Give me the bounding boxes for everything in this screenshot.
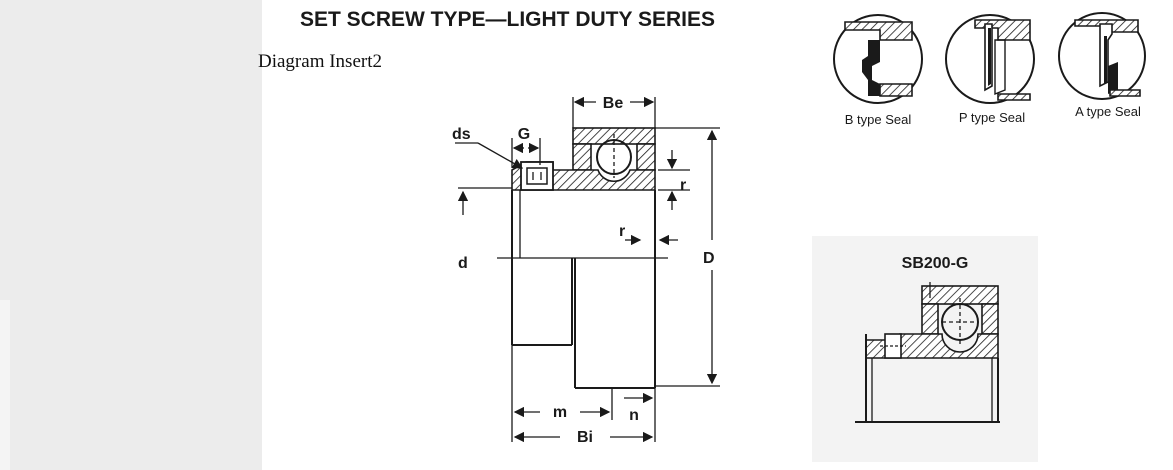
ball: [596, 139, 632, 175]
seal-a-circle: [1058, 12, 1146, 100]
seal-b-circle: [833, 14, 923, 104]
sb-title: SB200-G: [902, 255, 969, 272]
label-bi: Bi: [577, 429, 593, 446]
outer-ring-right: [636, 143, 656, 171]
label-g: G: [518, 126, 530, 143]
seal-p-circle: [945, 14, 1035, 104]
page-title: SET SCREW TYPE—LIGHT DUTY SERIES: [300, 8, 715, 31]
label-r-top: r: [680, 177, 686, 194]
label-be: Be: [603, 95, 624, 112]
seal-p-type: P type Seal: [945, 14, 1035, 125]
main-bearing-drawing: Be ds G r r d D m: [452, 95, 720, 446]
label-n: n: [629, 407, 639, 424]
seal-a-caption: A type Seal: [1075, 104, 1141, 119]
seal-a-type: A type Seal: [1058, 12, 1146, 119]
label-m: m: [553, 404, 567, 421]
outer-ring-left: [572, 143, 592, 171]
seal-b-type: B type Seal: [833, 14, 923, 127]
label-d-large: D: [703, 250, 715, 267]
label-r-bottom: r: [619, 223, 625, 240]
sb200-g-drawing: SB200-G: [855, 255, 1000, 423]
scan-background-left: [0, 0, 270, 470]
label-d-small: d: [458, 255, 468, 272]
insert-label: Diagram Insert2: [258, 51, 382, 72]
label-ds: ds: [452, 126, 471, 143]
seal-p-caption: P type Seal: [959, 110, 1025, 125]
set-screw: [520, 161, 554, 191]
seal-b-caption: B type Seal: [845, 112, 912, 127]
